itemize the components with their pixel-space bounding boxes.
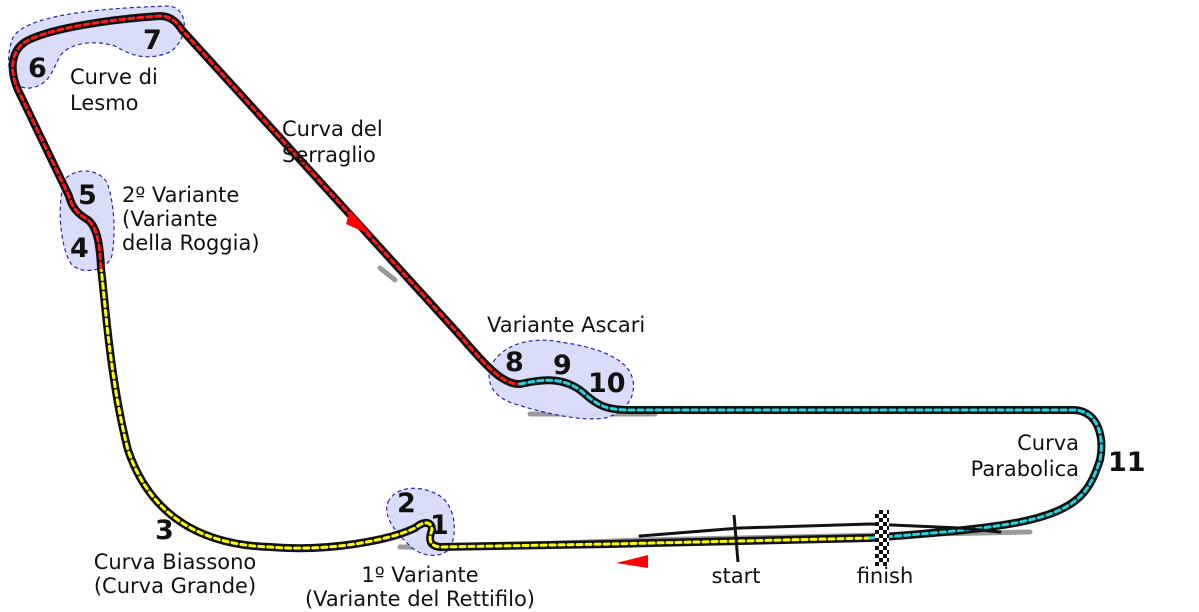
turn-3: 3: [155, 515, 174, 546]
label-rettifilo-2: (Variante del Rettifilo): [305, 587, 535, 611]
turn-9: 9: [553, 350, 572, 381]
label-roggia-1: 2º Variante: [122, 183, 239, 207]
direction-arrow-icon: [346, 210, 373, 236]
sector-2-red: [11, 14, 522, 386]
direction-arrow-icon: [616, 555, 648, 568]
label-start: start: [712, 564, 761, 588]
turn-1: 1: [430, 510, 449, 541]
label-serraglio-2: Serraglio: [282, 143, 376, 167]
turn-numbers: 1 2 3 4 5 6 7 8 9 10 11: [28, 25, 1146, 546]
turn-7: 7: [143, 25, 162, 56]
label-ascari: Variante Ascari: [487, 313, 645, 337]
sector-3-cyan: [518, 378, 1103, 540]
label-finish: finish: [857, 564, 914, 588]
label-parabolica-1: Curva: [1017, 431, 1079, 455]
label-biassono-1: Curva Biassono: [94, 550, 257, 574]
start-line: [732, 514, 740, 563]
label-parabolica-2: Parabolica: [971, 457, 1079, 481]
label-roggia-2: (Variante: [122, 207, 218, 231]
turn-11: 11: [1108, 447, 1146, 478]
old-straight-line: [638, 522, 1002, 538]
corner-labels: Curve di Lesmo Curva del Serraglio 2º Va…: [70, 65, 1079, 611]
label-biassono-2: (Curva Grande): [94, 574, 256, 598]
turn-5: 5: [78, 180, 97, 211]
turn-6: 6: [28, 53, 47, 84]
label-rettifilo-1: 1º Variante: [361, 563, 478, 587]
turn-10: 10: [588, 368, 626, 399]
turn-2: 2: [397, 488, 416, 519]
sector-1-yellow: [99, 266, 872, 550]
turn-8: 8: [505, 347, 524, 378]
label-serraglio-1: Curva del: [282, 117, 383, 141]
turn-4: 4: [70, 233, 89, 264]
label-lesmo-1: Curve di: [70, 65, 158, 89]
zone-lesmo: [8, 5, 185, 89]
label-lesmo-2: Lesmo: [70, 91, 139, 115]
checkered-flag-icon: [875, 510, 889, 566]
label-roggia-3: della Roggia): [122, 231, 260, 255]
